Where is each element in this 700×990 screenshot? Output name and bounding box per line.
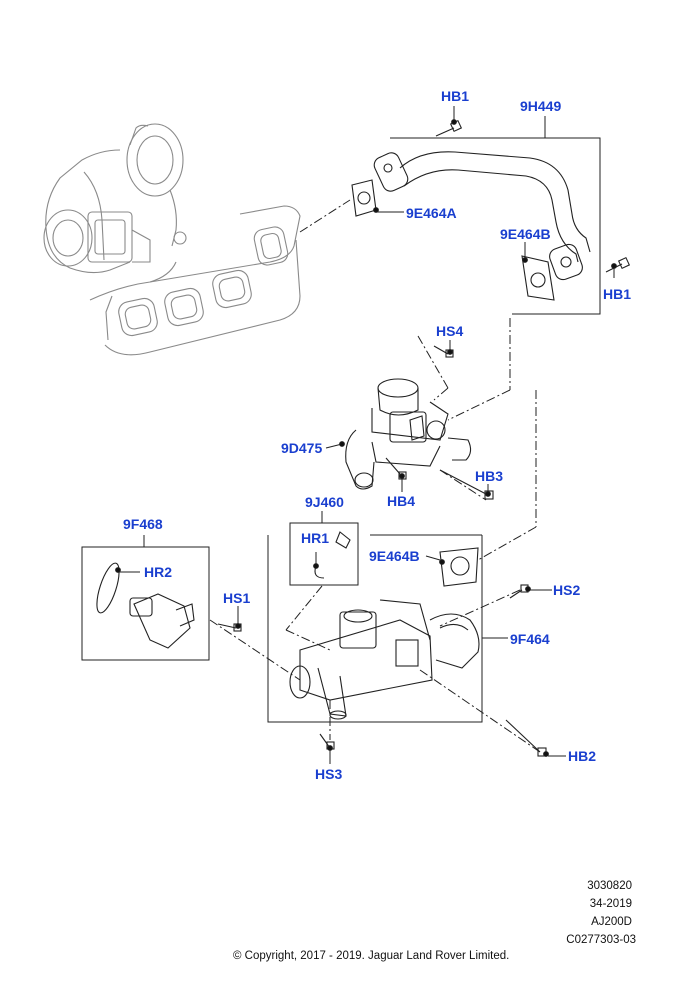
alignment-lines	[209, 199, 541, 753]
callout-hb2: HB2	[568, 748, 597, 764]
egr-valve-9d475	[345, 345, 494, 500]
callout-9f468: 9F468	[123, 516, 163, 532]
ref-illustration-id: C0277303-03	[566, 934, 636, 946]
callout-hb1-top: HB1	[441, 88, 470, 104]
egr-cooler-9f464	[289, 531, 547, 757]
ref-date: 34-2019	[589, 898, 632, 910]
callout-9j460: 9J460	[305, 494, 344, 510]
callout-hr2: HR2	[144, 564, 173, 580]
egr-throttle-9f468	[96, 562, 242, 649]
callout-9d475: 9D475	[281, 440, 323, 456]
egr-pipe-9h449	[351, 119, 631, 301]
callout-9e464b-mid: 9E464B	[369, 548, 420, 564]
callout-hb3: HB3	[475, 468, 504, 484]
callout-hb4: HB4	[387, 493, 416, 509]
callout-9e464b-top: 9E464B	[500, 226, 551, 242]
callout-hr1: HR1	[301, 530, 330, 546]
callout-hs4: HS4	[436, 323, 464, 339]
callout-hb1-right: HB1	[603, 286, 632, 302]
callout-9f464: 9F464	[510, 631, 550, 647]
group-frames	[81, 116, 601, 723]
callout-9e464a: 9E464A	[406, 205, 457, 221]
callout-hs1: HS1	[223, 590, 251, 606]
callout-hs2: HS2	[553, 582, 581, 598]
copyright-notice: © Copyright, 2017 - 2019. Jaguar Land Ro…	[233, 950, 510, 962]
ref-engine: AJ200D	[591, 916, 632, 928]
callout-9h449: 9H449	[520, 98, 562, 114]
ref-number: 3030820	[587, 880, 632, 892]
callout-hs3: HS3	[315, 766, 343, 782]
leader-lines	[115, 106, 617, 764]
turbocharger-manifold-illustration	[43, 123, 301, 356]
